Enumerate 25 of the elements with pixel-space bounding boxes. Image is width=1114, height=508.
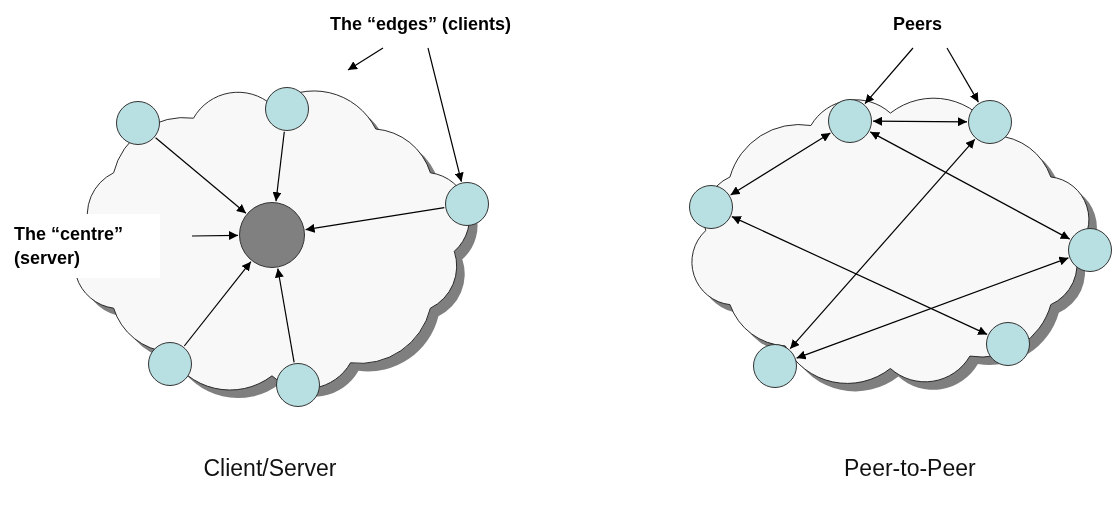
double-arrow: [730, 132, 831, 196]
arrow: [305, 207, 445, 233]
caption-text: Peer-to-Peer: [844, 455, 976, 482]
peer-circle: [968, 100, 1012, 144]
double-arrow: [731, 216, 988, 335]
double-arrow: [789, 138, 976, 350]
arrow: [946, 47, 979, 103]
peer-circle: [689, 185, 733, 229]
client-circle: [116, 101, 160, 145]
callout-text: Peers: [893, 12, 943, 36]
direction-arrow: [347, 47, 384, 71]
arrow: [274, 267, 295, 363]
peer-circle: [753, 344, 797, 388]
client-circle: [445, 182, 489, 226]
caption-text: Client/Server: [203, 455, 337, 482]
arrow: [272, 131, 285, 202]
double-arrow: [872, 116, 968, 127]
arrow: [155, 137, 247, 214]
callout-text: The “edges” (clients): [330, 12, 512, 36]
double-arrow: [869, 131, 1071, 240]
arrow: [191, 231, 239, 240]
double-arrow: [796, 256, 1069, 360]
arrow: [183, 261, 252, 347]
arrow: [427, 47, 464, 183]
arrow: [864, 47, 914, 105]
